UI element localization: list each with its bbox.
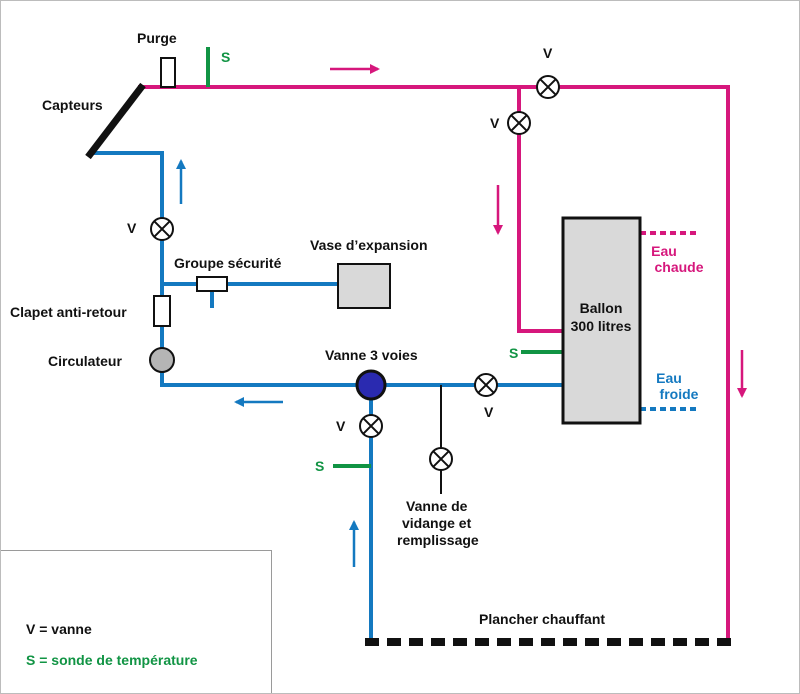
label-purge: Purge — [137, 30, 177, 46]
hot-circuit — [138, 85, 730, 644]
label-v-top: V — [543, 45, 553, 61]
circulator-pump — [149, 347, 175, 373]
label-eau-froide-2: froide — [660, 386, 699, 402]
label-eau-chaude-1: Eau — [651, 243, 677, 259]
label-v-collector: V — [127, 220, 137, 236]
label-vidange-2: vidange et — [402, 515, 472, 531]
label-eau-froide-1: Eau — [656, 370, 682, 386]
valve-drain-icon — [429, 447, 453, 471]
label-clapet: Clapet anti-retour — [10, 304, 127, 320]
label-ballon-2: 300 litres — [571, 318, 632, 334]
expansion-vessel — [337, 263, 391, 309]
valve-collector-return-icon — [150, 217, 174, 241]
label-groupe: Groupe sécurité — [174, 255, 282, 271]
legend: V = vanne S = sonde de température — [0, 550, 272, 694]
label-v-tank-supply: V — [490, 115, 500, 131]
label-s-collector: S — [221, 49, 230, 65]
legend-valve: V = vanne — [26, 621, 92, 637]
valve-tank-return-icon — [474, 373, 498, 397]
hot-pipe-to-tank — [517, 85, 565, 333]
label-capteurs: Capteurs — [42, 97, 103, 113]
label-plancher: Plancher chauffant — [479, 611, 605, 627]
purge-valve — [160, 57, 176, 88]
label-v-tank-return: V — [484, 404, 494, 420]
label-circulateur: Circulateur — [48, 353, 122, 369]
valve-icons — [150, 75, 560, 471]
check-valve — [153, 295, 171, 327]
storage-tank — [561, 216, 642, 425]
labels: Purge Capteurs Vase d’expansion Groupe s… — [10, 30, 704, 627]
solar-collector — [85, 82, 146, 160]
label-s-tank: S — [509, 345, 518, 361]
label-vase: Vase d’expansion — [310, 237, 428, 253]
valve-top-right-icon — [536, 75, 560, 99]
safety-group — [196, 276, 228, 292]
legend-sensor: S = sonde de température — [26, 652, 198, 668]
label-vidange-1: Vanne de — [406, 498, 468, 514]
label-s-floor: S — [315, 458, 324, 474]
valve-floor-return-icon — [359, 414, 383, 438]
label-eau-chaude-2: chaude — [654, 259, 703, 275]
label-vidange-3: remplissage — [397, 532, 479, 548]
label-v-floor: V — [336, 418, 346, 434]
flow-arrows — [176, 64, 747, 567]
hot-pipe-top — [138, 85, 730, 644]
label-vanne3: Vanne 3 voies — [325, 347, 418, 363]
label-ballon-1: Ballon — [580, 300, 623, 316]
three-way-valve — [355, 369, 387, 401]
valve-tank-supply-icon — [507, 111, 531, 135]
